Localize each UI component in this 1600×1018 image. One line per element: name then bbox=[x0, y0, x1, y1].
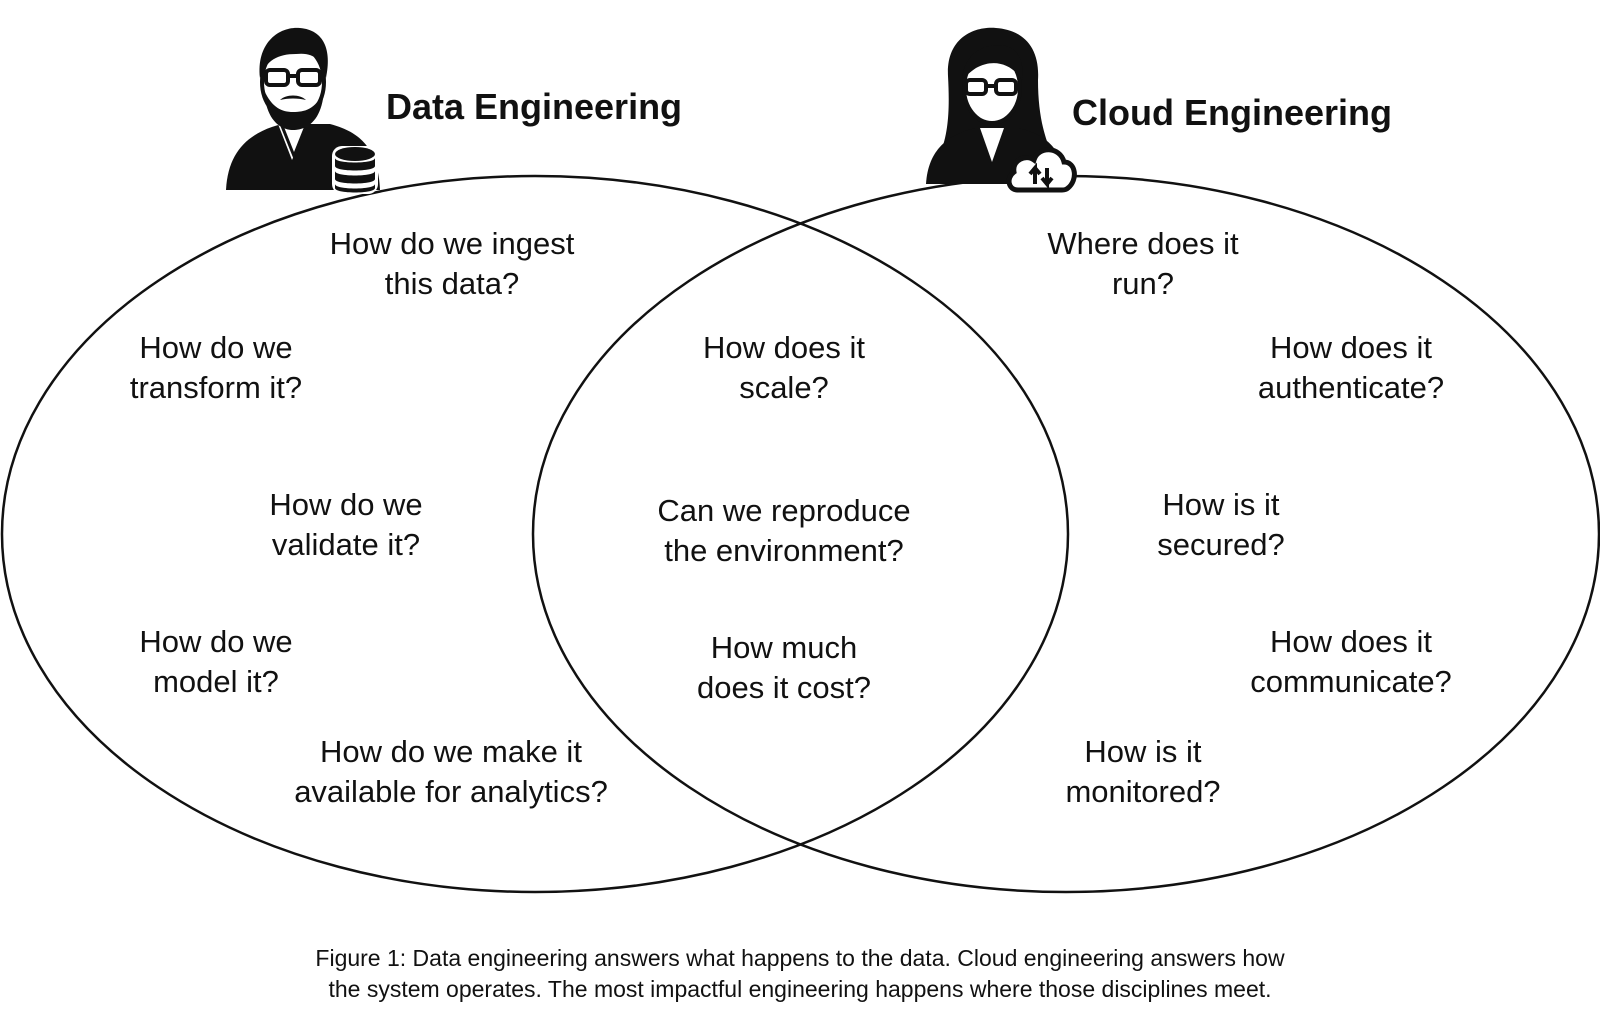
cloud-engineering-title: Cloud Engineering bbox=[1072, 92, 1392, 133]
database-icon bbox=[332, 146, 378, 194]
cloud-upload-download-icon bbox=[1006, 147, 1077, 193]
figure-caption: Figure 1: Data engineering answers what … bbox=[315, 945, 1285, 1002]
data-engineering-ellipse bbox=[0, 174, 1070, 894]
woman-with-glasses-icon bbox=[926, 27, 1066, 184]
data-engineering-title: Data Engineering bbox=[386, 86, 683, 127]
